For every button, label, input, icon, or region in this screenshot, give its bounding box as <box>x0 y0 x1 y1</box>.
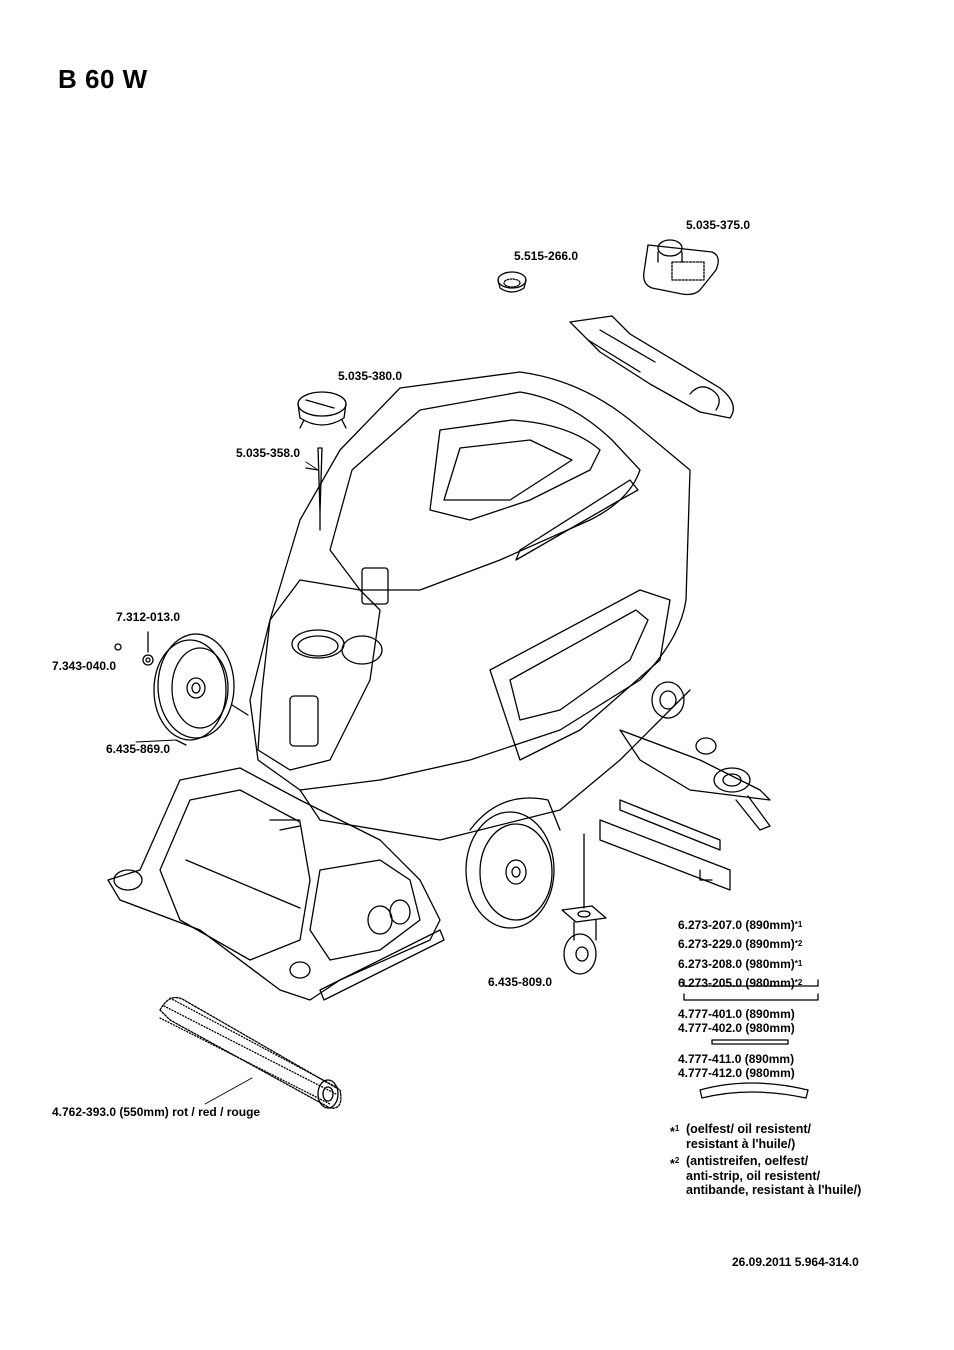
note-oil-resistant: *1 (oelfest/ oil resistent/ resistant à … <box>670 1122 812 1151</box>
label-6273-208: 6.273-208.0 (980mm)*1 <box>678 957 803 971</box>
label-5035-375: 5.035-375.0 <box>686 218 751 232</box>
note-marker-1: *1 <box>670 1124 680 1140</box>
label-5035-380: 5.035-380.0 <box>338 369 403 383</box>
label-4777-411: 4.777-411.0 (890mm) <box>678 1052 795 1066</box>
label-6273-229: 6.273-229.0 (890mm)*2 <box>678 937 803 951</box>
label-6273-207: 6.273-207.0 (890mm)*1 <box>678 918 803 932</box>
leader-lines <box>135 461 319 1105</box>
part-washers <box>114 631 154 666</box>
label-7312-013: 7.312-013.0 <box>116 610 181 624</box>
note-anti-strip: *2 (antistreifen, oelfest/ anti-strip, o… <box>670 1154 862 1197</box>
part-brush-roller <box>159 996 342 1109</box>
part-wheel-large <box>153 633 249 746</box>
label-4777-401: 4.777-401.0 (890mm) <box>678 1007 795 1021</box>
page-title: B 60 W <box>58 64 148 94</box>
label-5515-266: 5.515-266.0 <box>514 249 579 263</box>
part-caster-wheel <box>561 833 607 975</box>
label-6273-205: 6.273-205.0 (980mm)*2 <box>678 976 803 990</box>
label-7343-040: 7.343-040.0 <box>52 659 117 673</box>
note-marker-2: *2 <box>670 1156 680 1172</box>
label-6435-809: 6.435-809.0 <box>488 975 553 989</box>
label-4777-402: 4.777-402.0 (980mm) <box>678 1021 795 1035</box>
label-6435-869: 6.435-869.0 <box>106 742 171 756</box>
part-squeegee-blades <box>599 799 819 1099</box>
footer-date-docnumber: 26.09.2011 5.964-314.0 <box>732 1255 859 1269</box>
part-tank-lid <box>297 391 347 429</box>
label-4777-412: 4.777-412.0 (980mm) <box>678 1066 795 1080</box>
part-sieve <box>497 271 527 293</box>
label-4762-393: 4.762-393.0 (550mm) rot / red / rouge <box>52 1105 261 1119</box>
part-filter-cover <box>643 239 719 296</box>
part-drain-rod <box>305 447 323 531</box>
machine-body <box>107 315 771 1001</box>
label-5035-358: 5.035-358.0 <box>236 446 301 460</box>
